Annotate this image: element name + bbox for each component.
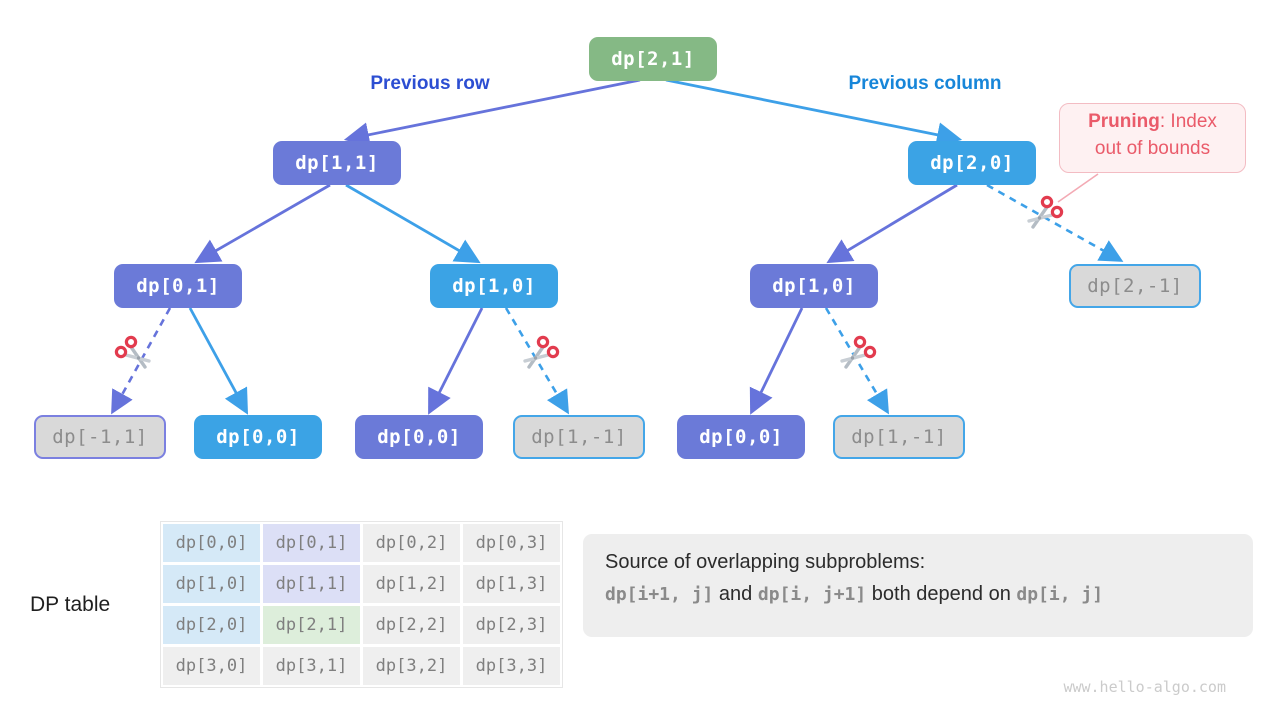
dp-table-cell: dp[2,1]	[263, 606, 360, 644]
overlapping-subproblems-note: Source of overlapping subproblems: dp[i+…	[583, 534, 1253, 637]
edge-dp10b-to-dp1-1-pruned	[824, 307, 889, 415]
dp-table-cell: dp[3,3]	[463, 647, 560, 685]
tree-node-dp00-a: dp[0,0]	[194, 415, 322, 459]
scissors-icon	[114, 335, 151, 369]
edge-dp11-to-dp01	[194, 183, 331, 264]
tree-node-dp1-1-pruned-a: dp[1,-1]	[513, 415, 645, 459]
tree-node-dp2-1-pruned: dp[2,-1]	[1069, 264, 1201, 308]
dp-table-cell: dp[2,0]	[163, 606, 260, 644]
tree-node-dp10-left: dp[1,0]	[430, 264, 558, 308]
edge-dp10a-to-dp1-1-pruned	[504, 307, 569, 415]
dp-table-cell: dp[2,2]	[363, 606, 460, 644]
dp-table-cell: dp[1,1]	[263, 565, 360, 603]
tree-node-dp00-b: dp[0,0]	[355, 415, 483, 459]
dp-table-cell: dp[3,0]	[163, 647, 260, 685]
tree-node-dp20: dp[2,0]	[908, 141, 1036, 185]
dp-table-cell: dp[0,3]	[463, 524, 560, 562]
dp-table-cell: dp[0,0]	[163, 524, 260, 562]
edge-dp10b-to-dp00	[749, 307, 804, 415]
pruning-callout-bold: Pruning	[1088, 111, 1160, 132]
dp-table-cell: dp[0,1]	[263, 524, 360, 562]
note-text-b: and	[713, 583, 758, 605]
tree-node-dp00-c: dp[0,0]	[677, 415, 805, 459]
dp-table-cell: dp[1,2]	[363, 565, 460, 603]
dp-table: dp[0,0] dp[0,1] dp[0,2] dp[0,3] dp[1,0] …	[160, 521, 563, 688]
tree-node-dp21-root: dp[2,1]	[589, 37, 717, 81]
note-code-c: dp[i, j+1]	[757, 584, 867, 605]
note-line2: dp[i+1, j] and dp[i, j+1] both depend on…	[605, 583, 1231, 606]
dp-table-caption: DP table	[30, 593, 111, 616]
edge-dp11-to-dp10	[345, 183, 481, 264]
note-code-e: dp[i, j]	[1016, 584, 1104, 605]
scissors-icon	[840, 335, 877, 369]
note-text-d: both depend on	[866, 583, 1017, 605]
callout-tail	[1057, 173, 1099, 203]
tree-node-dp1-1-pruned-b: dp[1,-1]	[833, 415, 965, 459]
tree-node-dp-11-pruned: dp[-1,1]	[34, 415, 166, 459]
tree-node-dp10-right: dp[1,0]	[750, 264, 878, 308]
tree-node-dp11: dp[1,1]	[273, 141, 401, 185]
dp-table-cell: dp[3,1]	[263, 647, 360, 685]
edge-dp01-to-dp00	[188, 307, 249, 415]
edge-dp20-to-dp10b	[826, 183, 958, 264]
dp-table-cell: dp[0,2]	[363, 524, 460, 562]
edge-dp10a-to-dp00	[428, 307, 484, 415]
edge-dp01-to-dp-11-pruned	[111, 307, 172, 415]
dp-table-cell: dp[1,3]	[463, 565, 560, 603]
edge-dp20-to-dp2-1-pruned	[986, 183, 1124, 262]
dp-table-cell: dp[1,0]	[163, 565, 260, 603]
pruning-callout-rest: : Index	[1159, 111, 1217, 132]
tree-node-dp01: dp[0,1]	[114, 264, 242, 308]
previous-row-label: Previous row	[370, 73, 490, 94]
dp-table-cell: dp[3,2]	[363, 647, 460, 685]
pruning-callout-line2: out of bounds	[1094, 137, 1211, 159]
note-code-a: dp[i+1, j]	[605, 584, 714, 605]
scissors-icon	[1027, 195, 1064, 229]
scissors-icon	[523, 335, 560, 369]
previous-column-label: Previous column	[848, 73, 1002, 94]
note-line1: Source of overlapping subproblems:	[605, 551, 926, 573]
pruning-callout: Pruning: Index out of bounds	[1059, 103, 1246, 173]
dp-table-cell: dp[2,3]	[463, 606, 560, 644]
watermark: www.hello-algo.com	[1063, 678, 1226, 696]
